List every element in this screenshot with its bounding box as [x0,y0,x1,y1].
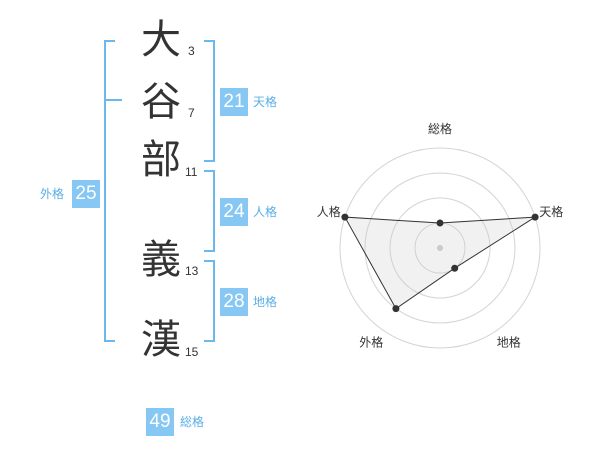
radar-series-polygon [344,216,536,310]
jinkaku-bracket [204,170,215,252]
radar-axis-label-3: 地格 [497,335,521,350]
gaikaku-badge: 25 [72,180,100,208]
radar-ring-3 [364,172,516,324]
stroke-count-5: 15 [185,345,199,359]
radar-point-1 [436,219,444,227]
soukaku-label: 総格 [180,415,205,429]
radar-axis-label-2: 天格 [539,204,563,219]
name-char-4: 義 [141,237,181,283]
soukaku-badge: 49 [146,408,174,436]
radar-point-5 [341,213,349,221]
stroke-count-1: 3 [188,44,195,58]
radar-point-4 [392,305,400,313]
name-char-2: 谷 [141,79,181,125]
jinkaku-badge: 24 [220,198,248,226]
chikaku-badge: 28 [220,288,248,316]
radar-axis-label-1: 総格 [428,121,452,136]
radar-axis-label-5: 人格 [317,204,341,219]
gaikaku-label: 外格 [40,187,65,201]
name-char-3: 部 [141,137,181,183]
chikaku-bracket [204,260,215,342]
gaikaku-bracket [104,40,115,342]
tenkaku-bracket [204,40,215,162]
radar-point-2 [531,213,539,221]
radar-point-3 [451,264,459,272]
tenkaku-label: 天格 [253,95,278,109]
chikaku-label: 地格 [253,295,278,309]
name-char-1: 大 [141,17,181,63]
stroke-count-3: 11 [185,165,198,179]
tenkaku-badge: 21 [220,88,248,116]
stroke-count-2: 7 [188,106,195,120]
radar-ring-2 [389,197,491,299]
jinkaku-label: 人格 [253,205,278,219]
gaikaku-tick-top [104,99,122,101]
radar-axis-label-4: 外格 [359,335,383,350]
name-char-5: 漢 [141,317,181,363]
stroke-count-4: 13 [185,264,199,278]
radar-center [437,245,443,251]
